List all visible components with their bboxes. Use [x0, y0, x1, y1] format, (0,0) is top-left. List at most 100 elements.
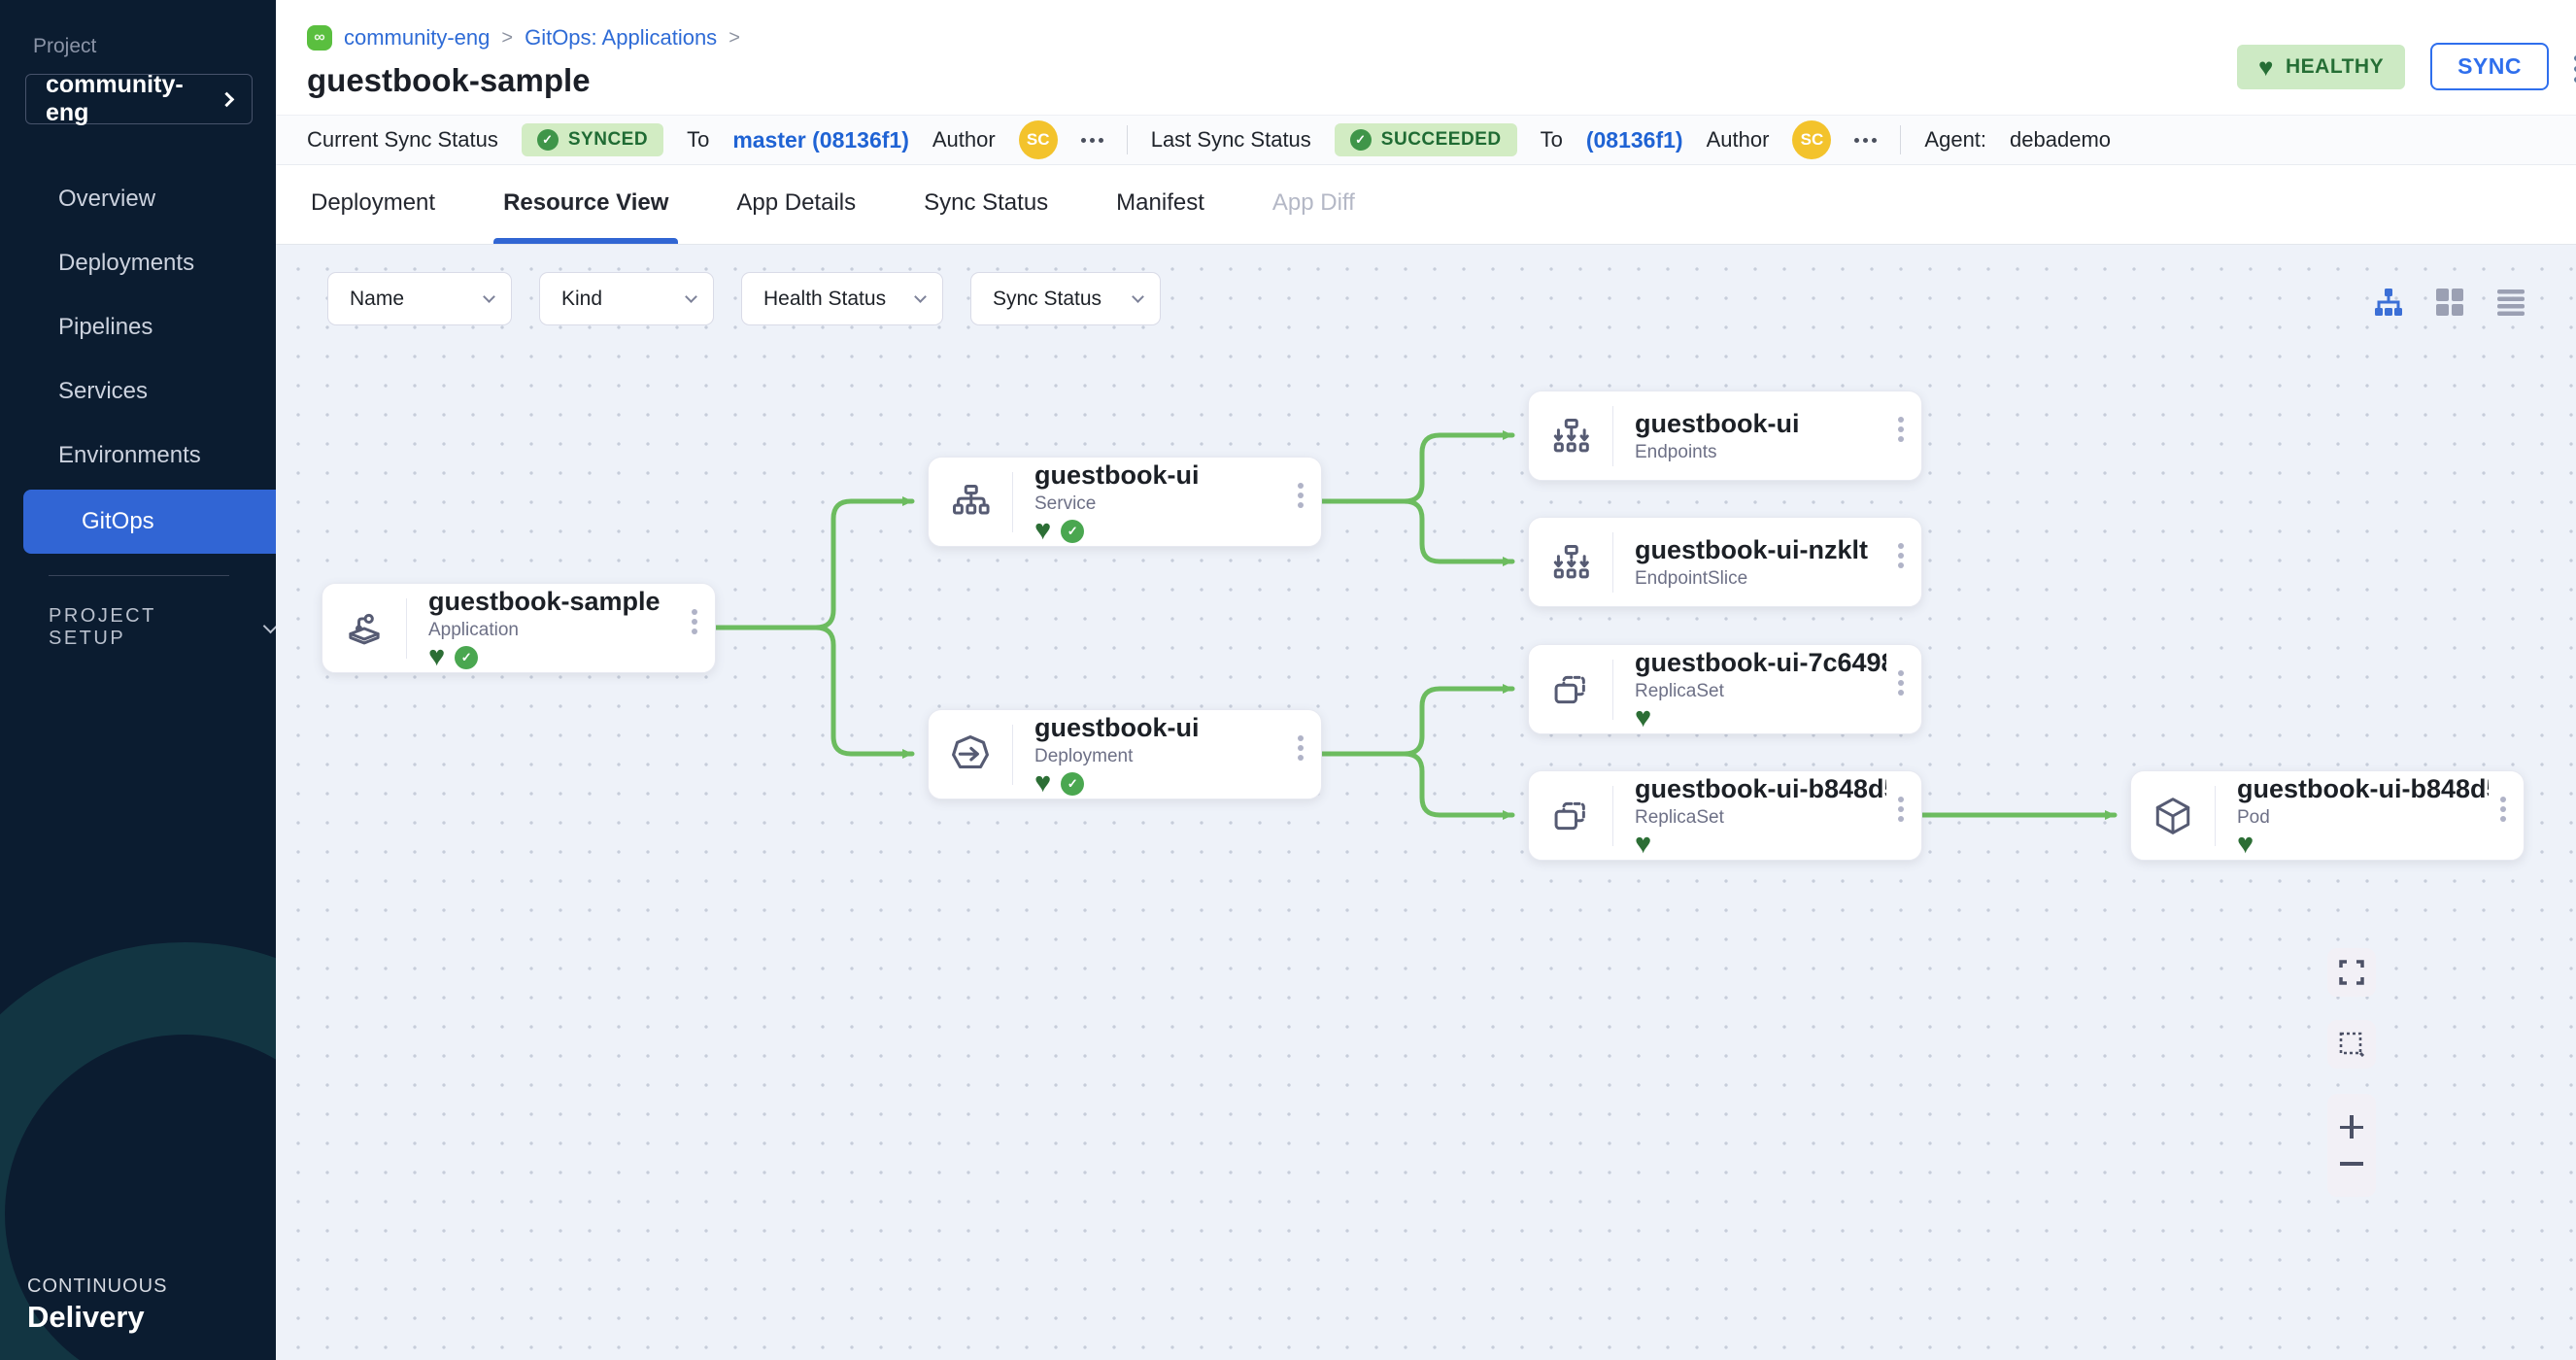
- breadcrumb-separator: >: [501, 27, 513, 50]
- tree-view-icon[interactable]: [2370, 284, 2407, 321]
- current-revision-link[interactable]: master (08136f1): [732, 127, 909, 153]
- tab-resource-view[interactable]: Resource View: [499, 189, 672, 244]
- chevron-down-icon: [914, 290, 927, 303]
- node-replicaset-b848d5d9d[interactable]: guestbook-ui-b848d5d9d ReplicaSet: [1528, 770, 1922, 861]
- project-setup-label: PROJECT SETUP: [49, 605, 240, 650]
- healthy-icon: [428, 643, 445, 671]
- page-title: guestbook-sample: [307, 62, 2576, 99]
- check-circle-icon: [537, 129, 559, 151]
- author-label: Author: [932, 127, 996, 153]
- last-sync-badge: SUCCEEDED: [1335, 123, 1517, 156]
- project-label: Project: [33, 35, 276, 58]
- page-header: ∞ community-eng > GitOps: Applications >…: [276, 0, 2576, 115]
- grid-view-icon[interactable]: [2431, 284, 2468, 321]
- sidebar-item-pipelines[interactable]: Pipelines: [0, 295, 276, 359]
- to-label: To: [687, 127, 709, 153]
- resource-filters: Name Kind Health Status Sync Status: [327, 272, 1161, 325]
- node-kind: Endpoints: [1635, 442, 1886, 463]
- last-revision-link[interactable]: (08136f1): [1586, 127, 1683, 153]
- healthy-icon: [1034, 517, 1051, 545]
- sidebar-item-gitops[interactable]: GitOps: [23, 490, 276, 554]
- breadcrumb: ∞ community-eng > GitOps: Applications >: [307, 25, 2576, 51]
- healthy-icon: [2237, 831, 2254, 859]
- healthy-icon: [1034, 769, 1051, 798]
- node-info: guestbook-ui Endpoints: [1613, 409, 1886, 463]
- author-label: Author: [1707, 127, 1770, 153]
- tab-app-details[interactable]: App Details: [732, 189, 860, 244]
- tab-manifest[interactable]: Manifest: [1112, 189, 1208, 244]
- node-pod[interactable]: guestbook-ui-b848d5d9... Pod: [2130, 770, 2525, 861]
- zoom-out-icon[interactable]: [2340, 1162, 2363, 1166]
- sidebar-item-overview[interactable]: Overview: [0, 167, 276, 231]
- project-setup-toggle[interactable]: PROJECT SETUP: [49, 605, 276, 650]
- filter-sync-status-dropdown[interactable]: Sync Status: [970, 272, 1161, 325]
- node-info: guestbook-ui-nzklt EndpointSlice: [1613, 535, 1886, 590]
- ellipsis-icon[interactable]: [1081, 138, 1086, 143]
- filter-health-status-dropdown[interactable]: Health Status: [741, 272, 943, 325]
- node-endpoints[interactable]: guestbook-ui Endpoints: [1528, 391, 1922, 481]
- health-status-badge: HEALTHY: [2237, 45, 2405, 89]
- breadcrumb-project-link[interactable]: community-eng: [344, 25, 490, 51]
- brand-line-continuous: CONTINUOUS: [27, 1275, 167, 1298]
- resource-tree-canvas[interactable]: Name Kind Health Status Sync Status: [276, 245, 2576, 1360]
- synced-icon: [1061, 772, 1084, 796]
- current-sync-value: SYNCED: [568, 129, 648, 151]
- fullscreen-button[interactable]: [2327, 948, 2376, 997]
- node-replicaset-7c64987dc9[interactable]: guestbook-ui-7c64987dc9 ReplicaSet: [1528, 644, 1922, 734]
- synced-icon: [1061, 520, 1084, 543]
- divider: [1127, 125, 1128, 154]
- author-avatar[interactable]: SC: [1792, 120, 1831, 159]
- selection-zoom-button[interactable]: [2327, 1020, 2376, 1069]
- sidebar-item-services[interactable]: Services: [0, 359, 276, 424]
- node-title: guestbook-sample: [428, 587, 680, 617]
- sidebar-item-deployments[interactable]: Deployments: [0, 231, 276, 295]
- filter-name-dropdown[interactable]: Name: [327, 272, 512, 325]
- node-kind: Application: [428, 620, 680, 641]
- gitops-logo-icon: ∞: [307, 25, 332, 51]
- view-toggles: [2370, 284, 2576, 321]
- sidebar: Project community-eng Overview Deploymen…: [0, 0, 276, 1360]
- list-view-icon[interactable]: [2492, 284, 2529, 321]
- node-status-icons: [1034, 519, 1286, 544]
- chevron-down-icon: [685, 290, 697, 303]
- filter-name-label: Name: [350, 288, 404, 311]
- app-tabs: Deployment Resource View App Details Syn…: [276, 165, 2576, 245]
- breadcrumb-section-link[interactable]: GitOps: Applications: [525, 25, 717, 51]
- healthy-icon: [1635, 831, 1651, 859]
- sidebar-nav: Overview Deployments Pipelines Services …: [0, 167, 276, 554]
- node-kind: Service: [1034, 493, 1286, 515]
- node-status-icons: [1034, 771, 1286, 797]
- endpoints-kind-icon: [1529, 415, 1612, 458]
- node-title: guestbook-ui-7c64987dc9: [1635, 648, 1886, 678]
- ellipsis-icon[interactable]: [1854, 138, 1859, 143]
- node-service[interactable]: guestbook-ui Service: [928, 457, 1322, 547]
- agent-value: debademo: [2010, 127, 2111, 153]
- author-avatar[interactable]: SC: [1019, 120, 1058, 159]
- node-status-icons: [1635, 833, 1886, 858]
- node-application[interactable]: guestbook-sample Application: [322, 583, 716, 673]
- sidebar-item-environments[interactable]: Environments: [0, 424, 276, 488]
- breadcrumb-separator: >: [729, 27, 740, 50]
- node-endpointslice[interactable]: guestbook-ui-nzklt EndpointSlice: [1528, 517, 1922, 607]
- sync-button[interactable]: SYNC: [2430, 43, 2549, 90]
- chevron-down-icon: [1132, 290, 1144, 303]
- node-title: guestbook-ui: [1635, 409, 1886, 439]
- deployment-kind-icon: [929, 732, 1012, 777]
- agent-label: Agent:: [1924, 127, 1986, 153]
- node-title: guestbook-ui: [1034, 713, 1286, 743]
- node-title: guestbook-ui-nzklt: [1635, 535, 1886, 565]
- node-status-icons: [428, 645, 680, 670]
- project-selector[interactable]: community-eng: [25, 74, 253, 124]
- node-deployment[interactable]: guestbook-ui Deployment: [928, 709, 1322, 799]
- chevron-down-icon: [263, 618, 276, 633]
- health-badge-label: HEALTHY: [2286, 55, 2384, 79]
- last-sync-value: SUCCEEDED: [1381, 129, 1502, 151]
- zoom-in-icon[interactable]: [2340, 1126, 2363, 1130]
- node-info: guestbook-ui Deployment: [1013, 713, 1286, 797]
- tab-deployment[interactable]: Deployment: [307, 189, 439, 244]
- node-info: guestbook-ui-7c64987dc9 ReplicaSet: [1613, 648, 1886, 731]
- replicaset-kind-icon: [1529, 668, 1612, 711]
- tab-sync-status[interactable]: Sync Status: [920, 189, 1052, 244]
- filter-kind-dropdown[interactable]: Kind: [539, 272, 714, 325]
- sync-status-bar: Current Sync Status SYNCED To master (08…: [276, 115, 2576, 165]
